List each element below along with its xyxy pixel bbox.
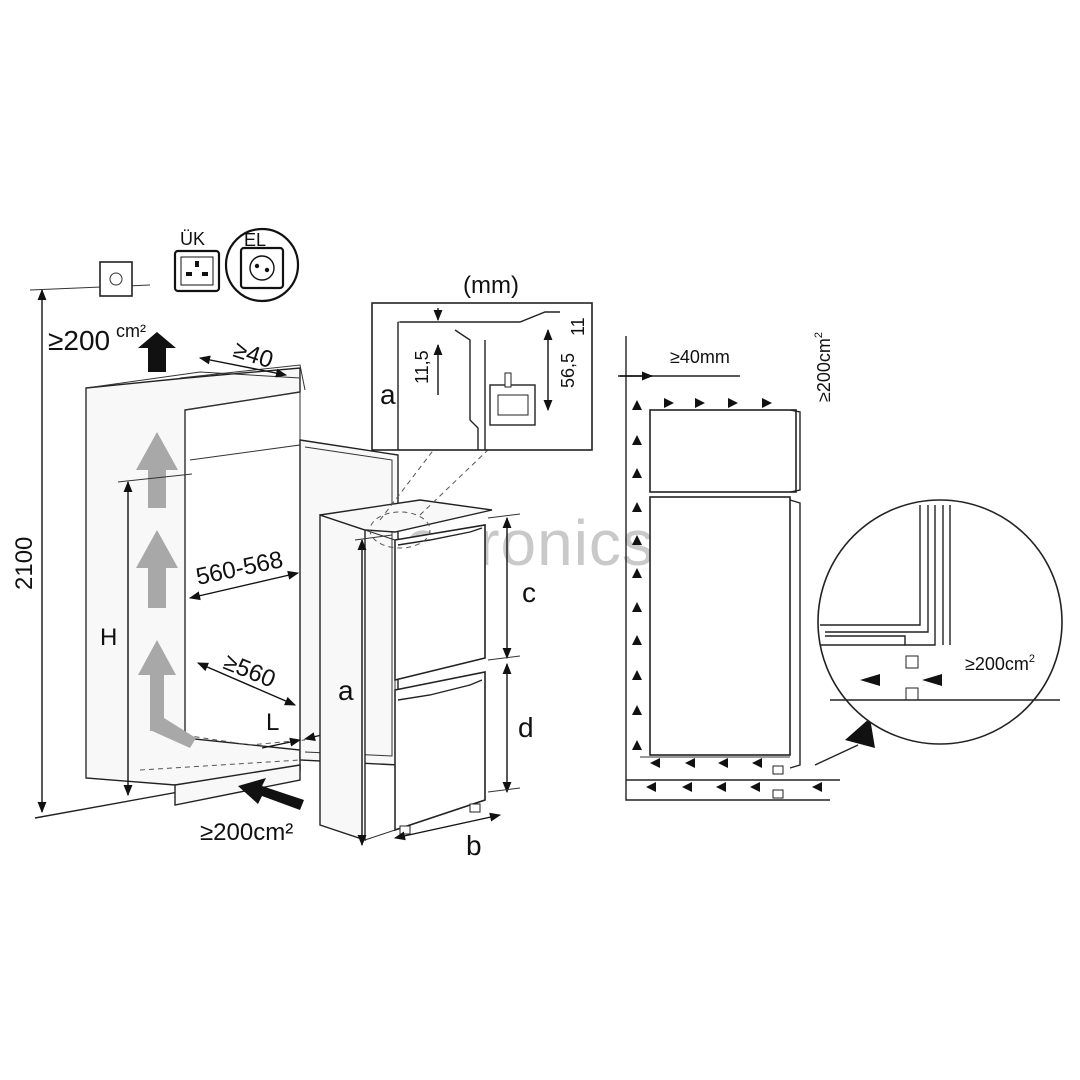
bottom-vent-label: ≥200cm² [200, 819, 293, 846]
appliance-height-a-label: a [338, 675, 354, 706]
detail-dim-11: 11 [568, 317, 588, 336]
length-l-label: L [266, 709, 279, 736]
dimension-c-label: c [522, 577, 536, 608]
dimension-d-label: d [518, 712, 534, 743]
detail-unit-label: (mm) [463, 272, 519, 299]
svg-text:ÜK: ÜK [180, 229, 205, 249]
wall-plate-icon [99, 261, 133, 297]
socket-icons: ÜK EL [99, 227, 300, 303]
zoom-vent-label: ≥200cm2 [965, 653, 1035, 674]
el-socket-icon: EL [224, 227, 300, 303]
height-h-label: H [100, 624, 117, 651]
niche-width-label: 560-568 [194, 546, 286, 591]
right-top-vent-label: ≥200cm2 [813, 332, 834, 402]
uk-socket-icon: ÜK [173, 229, 221, 293]
detail-dim-56-5: 56,5 [558, 353, 578, 388]
side-gap-40-label: ≥40 [230, 336, 276, 374]
appliance-view: a c d b [319, 447, 536, 861]
top-vent-unit: cm² [116, 321, 146, 341]
dimension-b-label: b [466, 830, 482, 861]
side-gap-40mm-label: ≥40mm [670, 347, 730, 367]
top-vent-label: ≥200 [48, 325, 110, 356]
niche-depth-label: ≥560 [220, 649, 279, 694]
detail-dim-11-5: 11,5 [412, 350, 432, 384]
height-2100-label: 2100 [11, 537, 38, 590]
zoom-detail: ≥200cm2 [820, 505, 1060, 701]
detail-a-label: a [380, 379, 396, 410]
side-section-view: ≥40mm ≥200cm2 [618, 332, 1063, 801]
hinge-detail-inset: (mm) 11,5 56,5 11 a [371, 272, 593, 451]
svg-text:EL: EL [244, 230, 266, 250]
